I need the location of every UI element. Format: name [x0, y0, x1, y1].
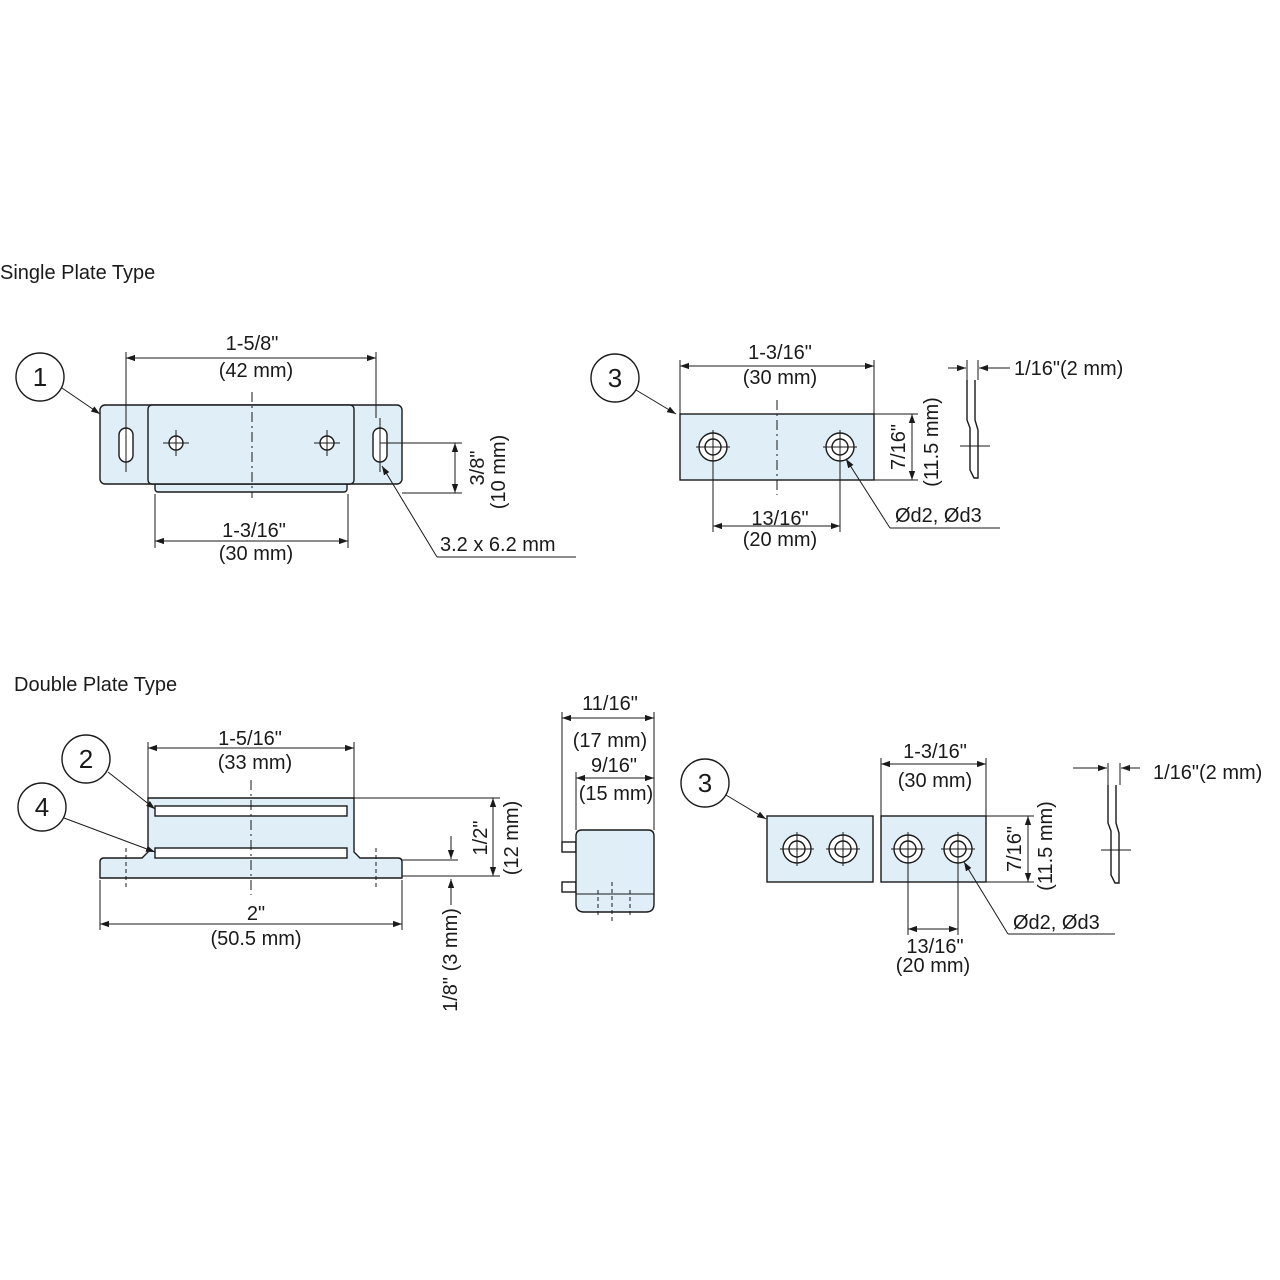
single-width-mm: (42 mm) [219, 360, 293, 382]
single-width-in: 1-5/8" [226, 333, 279, 355]
slot-size-label: 3.2 x 6.2 mm [440, 534, 556, 556]
single-height-mm: (10 mm) [488, 435, 510, 509]
plate2-pitch-mm: (20 mm) [896, 955, 970, 977]
plate1-height-mm: (11.5 mm) [921, 397, 943, 487]
plate1-thickness: 1/16"(2 mm) [1014, 358, 1123, 380]
plate2-side-profile [1101, 763, 1131, 884]
single-body-width-mm: (30 mm) [219, 543, 293, 565]
callout-4-label: 4 [35, 792, 49, 822]
plate2-height-mm: (11.5 mm) [1035, 801, 1057, 891]
plate1-height-in: 7/16" [888, 424, 910, 470]
double-side-view [561, 829, 655, 922]
callout-4 [17, 782, 67, 832]
double-striker-plate-left [766, 815, 874, 883]
callout-3-top-label: 3 [608, 363, 622, 393]
double-height-in: 1/2" [470, 821, 492, 856]
double-striker-plate-right [880, 815, 987, 883]
side-width-in: 11/16" [582, 693, 638, 715]
callout-3-bottom [680, 758, 730, 808]
plate1-hole-label: Ød2, Ød3 [895, 505, 982, 527]
callout-3-top [590, 353, 640, 403]
plate2-thickness: 1/16"(2 mm) [1153, 762, 1262, 784]
double-height-mm: (12 mm) [501, 801, 523, 875]
double-thickness-in-mm: 1/8" (3 mm) [440, 908, 462, 1012]
double-base-width-mm: (50.5 mm) [210, 928, 301, 950]
callout-3-bottom-label: 3 [698, 768, 712, 798]
plate2-width-in: 1-3/16" [903, 741, 967, 763]
single-height-in: 3/8" [467, 451, 489, 486]
double-width-mm: (33 mm) [218, 752, 292, 774]
side-width2-mm: (15 mm) [579, 783, 653, 805]
side-width2-in: 9/16" [591, 755, 637, 777]
double-base-width-in: 2" [247, 903, 265, 925]
plate2-hole-label: Ød2, Ød3 [1013, 912, 1100, 934]
plate1-pitch-in: 13/16" [751, 508, 808, 530]
callout-1 [15, 352, 65, 402]
plate1-pitch-mm: (20 mm) [743, 529, 817, 551]
plate2-height-in: 7/16" [1004, 826, 1026, 872]
single-catch-body [99, 392, 403, 498]
double-width-in: 1-5/16" [218, 728, 282, 750]
plate1-side-profile [960, 360, 990, 479]
plate2-pitch-in: 13/16" [906, 936, 963, 958]
plate2-width-mm: (30 mm) [898, 770, 972, 792]
callout-2-label: 2 [79, 744, 93, 774]
double-plate-title: Double Plate Type [14, 674, 177, 696]
single-plate-title: Single Plate Type [0, 262, 155, 284]
double-catch-body [99, 780, 403, 895]
plate1-width-in: 1-3/16" [748, 342, 812, 364]
side-width-mm: (17 mm) [573, 730, 647, 752]
callout-2 [61, 734, 111, 784]
single-body-width-in: 1-3/16" [222, 520, 286, 542]
callout-1-label: 1 [33, 362, 47, 392]
plate1-width-mm: (30 mm) [743, 367, 817, 389]
single-striker-plate [679, 400, 875, 495]
